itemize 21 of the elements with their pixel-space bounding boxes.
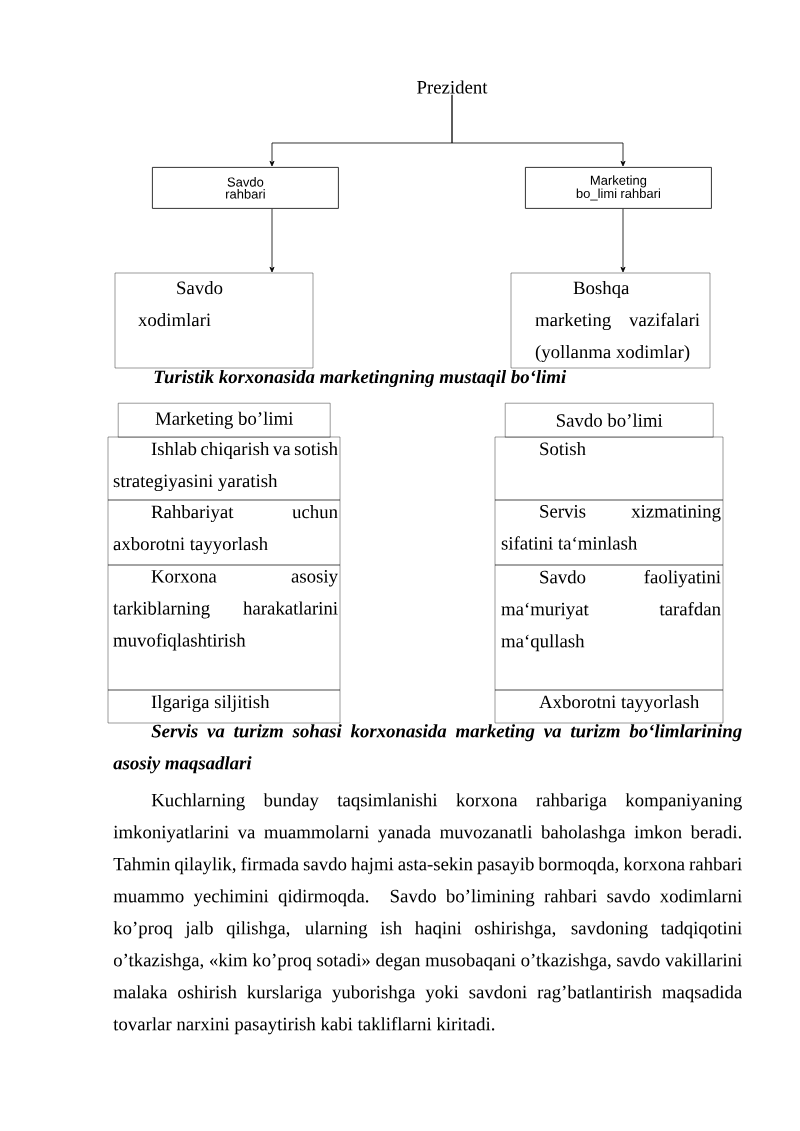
- org-box: Boshqa marketing vazifalari (yollanma xodimlar): [510, 272, 711, 369]
- section-header: Savdo bo’limi: [505, 403, 714, 438]
- table-cell: Sotish: [494, 436, 724, 501]
- org-box: Savdo xodimlari: [114, 272, 314, 369]
- body-paragraph: Kuchlarning bunday taqsimlanishi korxona rahbariga kompaniyaning imkoniyatlarini va muammolarni yanada muvozanatli baholashga imkon beradi. Tahmin qilaylik, firmada savdo hajmi asta-sekin pasayib bormoqda, korxona rahbari muammo yechimini qidirmoqda. Savdo bo’limining rahbari savdo xodimlarni ko’proq jalb qilishga, ularning ish haqini oshirishga, savdoning tadqiqotini o’tkazishga, «kim ko’proq sotadi» degan musobaqani o’tkazishga, savdo vakillarini malaka oshirish kurslariga yuborishga yoki savdoni rag’batlantirish maqsadida tovarlar narxini pasaytirish kabi takliflarni kiritadi.: [113, 793, 742, 1035]
- table-cell: Axborotni tayyorlash: [494, 689, 724, 724]
- section-header: Marketing bo’limi: [118, 403, 331, 438]
- arrow: [451, 94, 626, 167]
- table-cell: Korxona asosiy tarkiblarning harakatlarini muvofiqlashtirish: [107, 564, 341, 691]
- table-cell: Rahbariyat uchun axborotni tayyorlash: [107, 499, 341, 566]
- table-cell: Ilgariga siljitish: [107, 689, 341, 724]
- name-text: Prezident: [417, 80, 488, 94]
- arrow: [269, 208, 275, 273]
- figure-caption: Turistik korxonasida marketingning mustaqil bo‘limi: [154, 369, 567, 387]
- table-cell: Savdo faoliyatini ma‘muriyat tarafdan ma‘qullash: [494, 564, 724, 691]
- org-box: Marketing bo_limi rahbari: [525, 167, 712, 209]
- figure-caption: Servis va turizm sohasi korxonasida marketing va turizm bo‘limlarining asosiy maqsadlari: [113, 724, 742, 774]
- arrow: [620, 208, 626, 273]
- org-box: Savdo rahbari: [152, 167, 339, 209]
- table-cell: Servis xizmatining sifatini ta‘minlash: [494, 499, 724, 566]
- table-cell: Ishlab chiqarish va sotish strategiyasini yaratish: [107, 436, 341, 501]
